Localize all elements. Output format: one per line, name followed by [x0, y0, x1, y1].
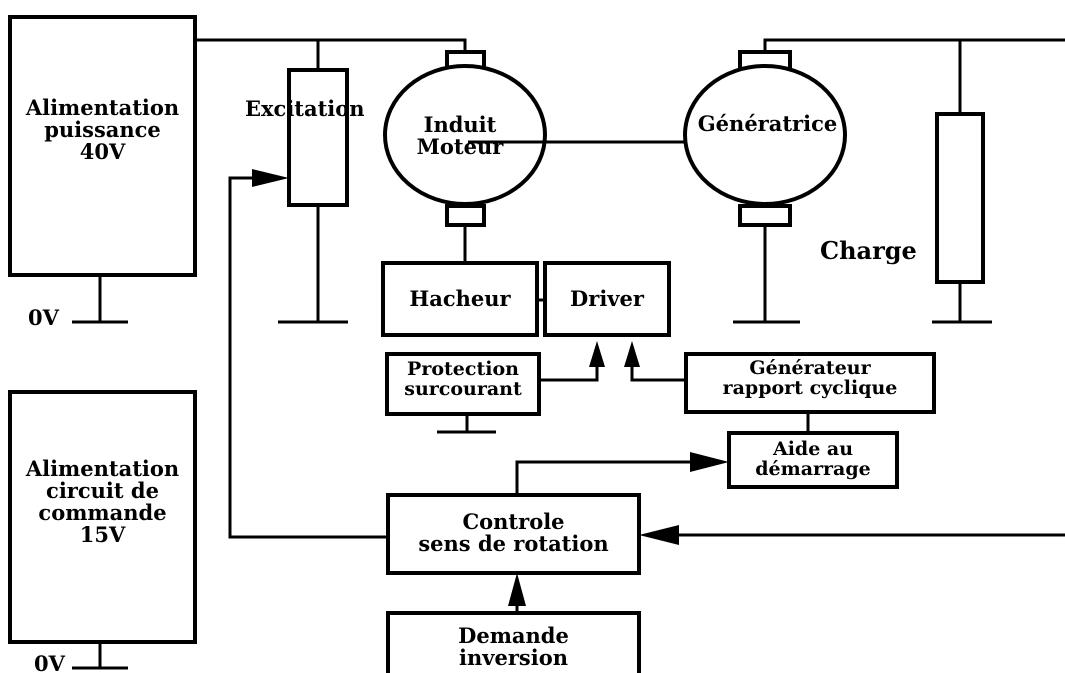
load-resistor: [935, 112, 985, 284]
motor-bottom-brush: [445, 204, 486, 227]
control-ground-label: 0V: [34, 651, 65, 673]
power-bus-wire: [195, 38, 467, 52]
protection-to-driver-wire: [539, 364, 599, 382]
driver-label: Driver: [570, 286, 644, 311]
load-label: Charge: [820, 236, 917, 265]
duty-cycle-driver-arrowhead: [624, 341, 640, 367]
protection-label: Protection surcourant: [387, 358, 539, 400]
excitation-label: Excitation: [245, 96, 365, 121]
control-supply-label-line-3: commande: [38, 500, 167, 526]
reversal-request-label-line-1: Demande: [458, 623, 569, 648]
load-ground-wire: [932, 282, 992, 324]
duty-cycle-to-driver-wire: [630, 364, 686, 382]
reversal-arrowhead: [508, 573, 526, 606]
reversal-request-block: [386, 611, 641, 673]
duty-cycle-generator-label: Générateur rapport cyclique: [686, 357, 934, 399]
protection-ground-wire: [437, 414, 496, 434]
duty-cycle-generator-label-line-2: rapport cyclique: [722, 376, 898, 399]
protection-driver-arrowhead: [589, 341, 605, 367]
power-supply-label-line-1: Alimentation: [25, 95, 180, 120]
motor-label-line-2: Moteur: [416, 134, 504, 160]
power-ground-label: 0V: [28, 305, 59, 330]
duty-cycle-generator-block: [684, 352, 936, 414]
power-supply-label: Alimentation puissance 40V: [10, 95, 195, 165]
control-supply-block: [8, 390, 197, 644]
generator-bottom-brush: [738, 204, 792, 227]
duty-cycle-generator-label-line-1: Générateur: [749, 357, 871, 379]
generator-label: Génératrice: [697, 111, 838, 136]
generator-top-wire: [763, 38, 1065, 52]
excitation-ground-wire: [278, 205, 348, 324]
protection-label-line-1: Protection: [407, 358, 519, 380]
control-supply-label: Alimentation circuit de commande 15V: [10, 456, 195, 548]
motor-label-line-1: Induit: [423, 112, 497, 137]
control-supply-label-line-1: Alimentation: [25, 456, 180, 481]
excitation-arrowhead: [252, 169, 289, 187]
generator-ground-wire: [733, 225, 800, 324]
motor-label: Induit Moteur: [395, 112, 525, 160]
chopper-label: Hacheur: [409, 286, 511, 311]
startup-aid-label-line-1: Aide au: [772, 438, 854, 460]
control-supply-ground-wire: [72, 642, 128, 670]
reversal-request-label: Demande inversion: [388, 623, 639, 671]
direction-control-label-line-1: Controle: [462, 509, 565, 534]
power-supply-label-line-3: 40V: [79, 139, 126, 165]
control-to-startup-wire: [515, 460, 700, 495]
chopper-block: [381, 261, 539, 337]
startup-aid-label: Aide au démarrage: [729, 438, 897, 480]
startup-aid-arrowhead: [690, 452, 729, 472]
startup-aid-block: [727, 431, 899, 489]
power-supply-ground-wire: [72, 275, 128, 324]
startup-aid-label-line-2: démarrage: [755, 457, 871, 480]
power-supply-block: [8, 15, 197, 277]
control-to-excitation-wire: [228, 176, 388, 539]
reversal-request-label-line-2: inversion: [459, 645, 568, 671]
driver-block: [543, 261, 671, 337]
power-supply-label-line-2: puissance: [44, 117, 161, 143]
direction-control-label: Controle sens de rotation: [388, 509, 639, 557]
direction-control-block: [386, 493, 641, 575]
protection-label-line-2: surcourant: [404, 377, 522, 400]
control-supply-label-line-4: 15V: [79, 522, 126, 548]
excitation-resistor: [287, 68, 349, 207]
feedback-arrowhead: [639, 525, 679, 545]
protection-block: [385, 352, 541, 416]
control-supply-label-line-2: circuit de: [46, 478, 159, 504]
direction-control-label-line-2: sens de rotation: [418, 531, 609, 557]
